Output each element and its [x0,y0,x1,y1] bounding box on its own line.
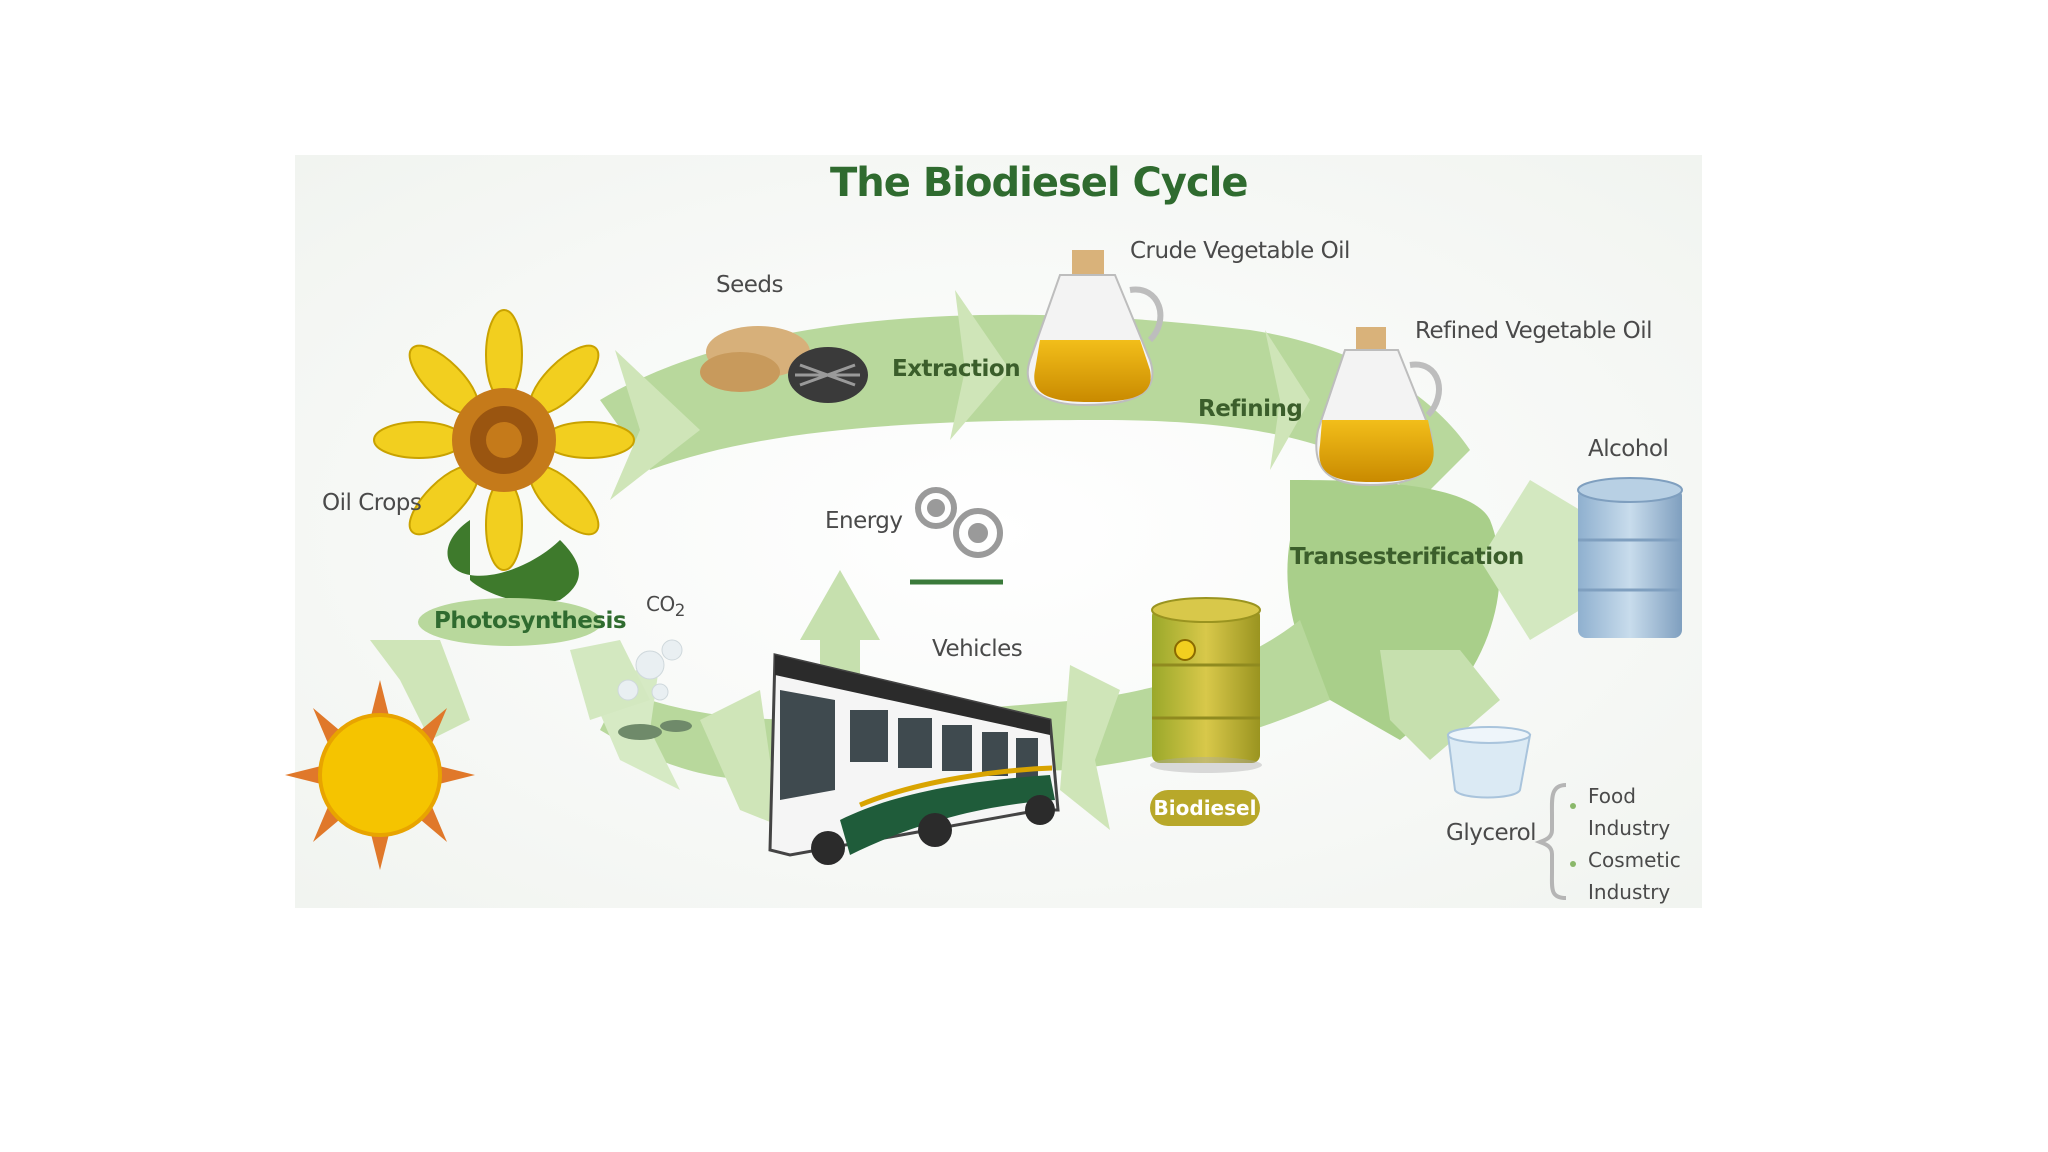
co2-subscript: 2 [674,601,686,620]
biodiesel-pill [1150,790,1260,826]
alcohol-drum [1577,477,1683,638]
arrow-to-glycerol [1380,650,1500,760]
label-industry-2: Industry [1588,880,1671,904]
label-co2: CO2 [646,592,685,620]
label-glycerol: Glycerol [1446,820,1537,846]
label-transesterification: Transesterification [1290,544,1524,570]
arrow-to-seeds [610,350,700,500]
label-extraction: Extraction [892,356,1021,382]
label-cosmetic: Cosmetic [1588,848,1681,872]
refined-oil-jug [1315,327,1442,487]
arrow-to-biodiesel [1060,665,1120,830]
arrow-extraction [950,290,1010,440]
photosynthesis-pill [418,598,602,646]
biodiesel-drum [1150,597,1262,773]
arrow-sun-to-plant [370,640,470,740]
seeds-illustration [700,326,868,403]
transesterification-hub [1287,480,1580,760]
crude-oil-jug [1026,250,1164,407]
glycerol-bowl [1446,726,1532,799]
label-refining: Refining [1198,396,1303,422]
arrow-refining [1265,330,1310,470]
label-vehicles: Vehicles [932,636,1023,662]
label-food: Food [1588,784,1636,808]
co2-text: CO [646,592,675,616]
label-energy: Energy [825,508,903,534]
co2-bubbles [617,639,692,740]
label-industry-1: Industry [1588,816,1671,840]
arrow-to-energy [800,570,880,680]
label-refined-oil: Refined Vegetable Oil [1415,318,1653,344]
sunflower-icon [373,309,635,603]
arrow-to-vehicles [700,690,790,830]
gears-icon [910,487,1003,585]
glycerol-bracket [1534,783,1567,900]
label-photosynthesis: Photosynthesis [434,608,627,634]
diagram-title: The Biodiesel Cycle [830,160,1249,206]
label-oil-crops: Oil Crops [322,490,422,516]
sun-icon [285,680,475,870]
label-crude-oil: Crude Vegetable Oil [1130,238,1350,264]
label-alcohol: Alcohol [1588,436,1669,462]
label-seeds: Seeds [716,272,783,298]
bus-illustration [768,653,1060,865]
arrow-from-alcohol [1480,480,1580,640]
label-biodiesel: Biodiesel [1153,796,1257,820]
